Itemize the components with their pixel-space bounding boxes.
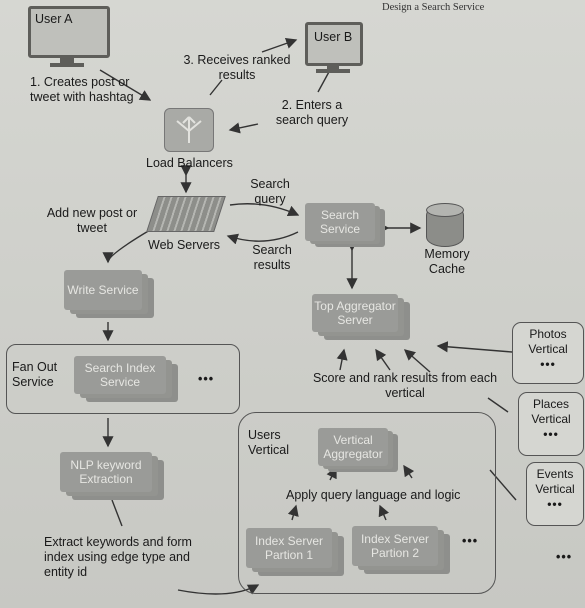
user-a-base <box>50 63 84 67</box>
label-extract-keywords: Extract keywords and form index using ed… <box>44 535 192 579</box>
vertical-aggregator-node: Vertical Aggregator <box>318 428 388 466</box>
photos-vertical-ellipsis: ••• <box>540 357 556 371</box>
load-balancer-icon <box>164 108 214 152</box>
search-service-node: Search Service <box>305 203 375 241</box>
arrow-web-write <box>102 229 151 264</box>
photos-vertical-box: Photos Vertical ••• <box>512 322 584 384</box>
arrow-usera-lb <box>99 69 152 101</box>
label-enters-query: 2. Enters a search query <box>275 98 349 127</box>
arrow-search-web <box>226 231 299 245</box>
memory-cache-top <box>426 203 464 217</box>
arrow-query-lb <box>228 122 259 134</box>
label-web-servers: Web Servers <box>148 238 221 252</box>
user-a-stand <box>60 55 74 63</box>
arrow-to-userb <box>261 37 298 53</box>
user-b-label: User B <box>314 30 353 44</box>
label-memory-cache: Memory Cache <box>424 247 470 276</box>
arrow-web-search <box>229 203 300 217</box>
label-apply-query: Apply query language and logic <box>286 488 461 502</box>
nlp-keyword-extraction-node: NLP keyword Extraction <box>60 452 152 492</box>
arrow-idx1-up <box>287 504 299 521</box>
arrow-score-2 <box>375 348 391 371</box>
user-a-monitor: User A <box>28 6 110 58</box>
label-creates-post: 1. Creates post or tweet with hashtag <box>30 75 134 104</box>
index-server-2-stack: Index Server Partion 2 <box>352 526 452 576</box>
label-add-new-post: Add new post or tweet <box>46 206 138 235</box>
search-index-service-node: Search Index Service <box>74 356 166 394</box>
arrow-photos-topagg <box>436 341 513 353</box>
events-vertical-ellipsis: ••• <box>547 497 563 511</box>
places-vertical-box: Places Vertical ••• <box>518 392 584 456</box>
user-b-base <box>316 69 350 73</box>
right-ellipsis: ••• <box>556 550 573 564</box>
load-balancer-glyph <box>176 116 202 143</box>
label-fan-out-service: Fan Out Service <box>12 360 58 389</box>
label-search-query: Search query <box>250 177 290 206</box>
arrow-va-up2 <box>403 464 415 479</box>
arrow-results-userb <box>209 79 223 96</box>
places-vertical-ellipsis: ••• <box>543 427 559 441</box>
top-aggregator-stack: Top Aggregator Server <box>312 294 412 342</box>
user-a-label: User A <box>35 12 73 26</box>
events-vertical-label: Events Vertical <box>535 467 575 496</box>
label-score-rank: Score and rank results from each vertica… <box>312 371 498 400</box>
users-vertical-box <box>238 412 496 594</box>
top-aggregator-server-node: Top Aggregator Server <box>312 294 398 332</box>
page-header: Design a Search Service <box>382 2 485 13</box>
fan-out-service-box <box>6 344 240 414</box>
arrow-places-line <box>487 397 509 413</box>
nlp-extraction-stack: NLP keyword Extraction <box>60 452 166 502</box>
fan-out-ellipsis: ••• <box>198 372 215 386</box>
web-servers-icon <box>146 196 226 232</box>
arrow-score-1 <box>336 348 348 371</box>
places-vertical-label: Places Vertical <box>531 397 571 426</box>
user-b-stand <box>327 63 339 69</box>
search-service-stack: Search Service <box>305 203 389 249</box>
label-receives-results: 3. Receives ranked results <box>183 53 291 82</box>
label-users-vertical: Users Vertical <box>248 428 289 457</box>
vertical-aggregator-stack: Vertical Aggregator <box>318 428 400 474</box>
arrow-userb-down <box>317 69 331 93</box>
index-server-1-node: Index Server Partion 1 <box>246 528 332 568</box>
index-server-2-node: Index Server Partion 2 <box>352 526 438 566</box>
events-vertical-box: Events Vertical ••• <box>526 462 584 526</box>
photos-vertical-label: Photos Vertical <box>528 327 568 356</box>
arrow-idx2-up <box>378 504 390 521</box>
search-index-service-stack: Search Index Service <box>74 356 182 406</box>
label-search-results: Search results <box>252 243 292 272</box>
write-service-node: Write Service <box>64 270 142 310</box>
arrow-nlp-extract <box>111 499 123 527</box>
arrow-score-3 <box>403 349 431 373</box>
arrow-events-line <box>489 469 517 501</box>
label-load-balancers: Load Balancers <box>146 156 233 170</box>
write-service-stack: Write Service <box>64 270 156 320</box>
index-ellipsis: ••• <box>462 534 479 548</box>
user-b-monitor: User B <box>305 22 363 66</box>
index-server-1-stack: Index Server Partion 1 <box>246 528 346 578</box>
